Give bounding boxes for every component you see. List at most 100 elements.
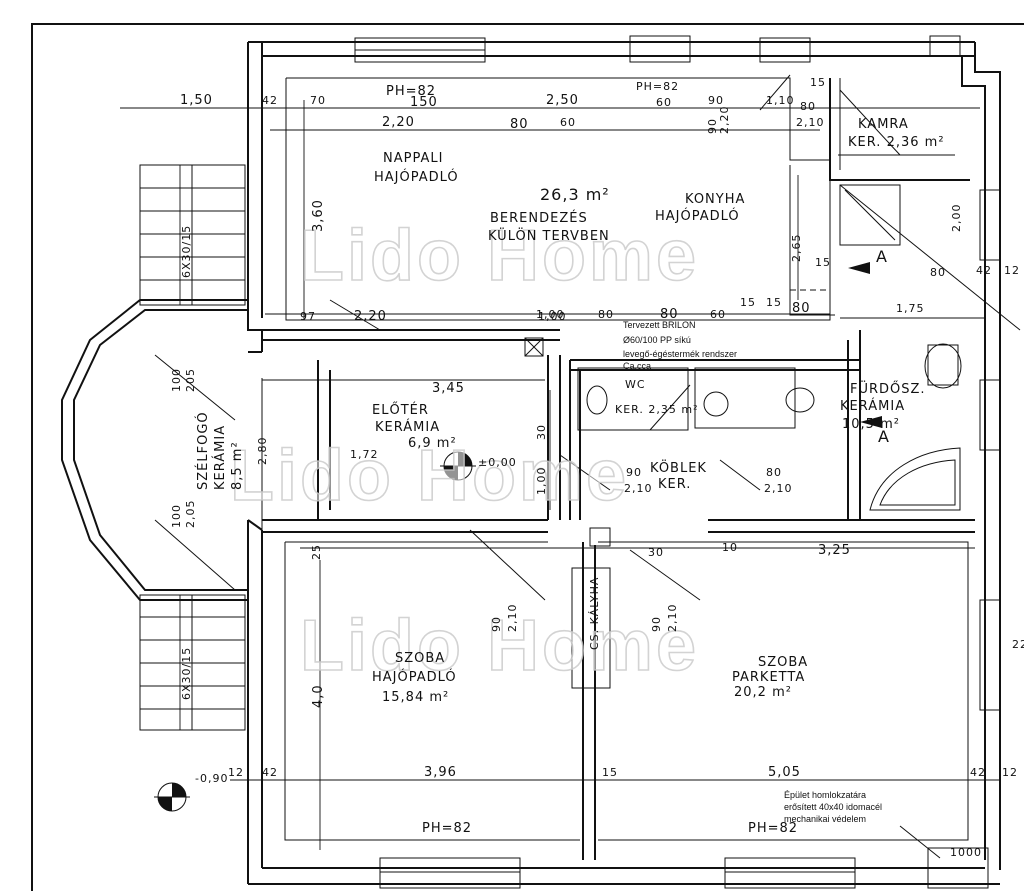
label-eloter: ELŐTÉR bbox=[372, 402, 429, 418]
dim-second-0: 2,20 bbox=[382, 115, 415, 130]
label-eloter-floor: KERÁMIA bbox=[375, 419, 440, 435]
dim-eloter-h-0: 2,80 bbox=[256, 437, 269, 466]
section-mark-bottom: A bbox=[878, 427, 890, 446]
note-brilon-3: Ca.cca bbox=[623, 361, 651, 371]
door-swings bbox=[329, 74, 1021, 601]
dim-top-3: 150 bbox=[410, 95, 438, 110]
dim-szelfogo-1: 205 bbox=[184, 368, 197, 392]
dim-kitchen-0: 2,65 bbox=[790, 234, 803, 263]
label-kamra-area: KER. 2,36 m² bbox=[848, 135, 945, 150]
dim-second-1: 80 bbox=[510, 117, 529, 132]
dim-door-0: 90 bbox=[490, 616, 503, 632]
dim-misc-2: 1,00 bbox=[536, 308, 565, 321]
label-furdo-floor: KERÁMIA bbox=[840, 398, 905, 414]
label-nappali-floor: HAJÓPADLÓ bbox=[374, 169, 459, 185]
dim-bottom-6: 12 bbox=[1002, 766, 1018, 779]
label-kalyha: CS. KÁLYHA bbox=[588, 577, 601, 650]
dim-top-9: 15 bbox=[810, 76, 826, 89]
dim-koblek-3: 2,10 bbox=[764, 482, 793, 495]
dim-height-rooms: 4,0 bbox=[311, 684, 326, 708]
ph-bottom-right: PH=82 bbox=[748, 821, 798, 836]
sheet-frame bbox=[31, 23, 1024, 891]
note-facade-2: mechanikai védelem bbox=[784, 814, 866, 824]
dim-kitchen-1: 15 bbox=[815, 256, 831, 269]
label-nappali: NAPPALI bbox=[383, 151, 443, 166]
note-facade-leader bbox=[899, 825, 941, 859]
dim-door-2: 90 bbox=[650, 616, 663, 632]
label-szoba2-floor: PARKETTA bbox=[732, 670, 805, 685]
dim-bottom-3: 15 bbox=[602, 766, 618, 779]
level-zero: ±0,00 bbox=[478, 456, 517, 469]
dim-middle-3: 3,25 bbox=[818, 543, 851, 558]
label-kamra: KAMRA bbox=[858, 117, 909, 132]
label-wc-area: KER. 2,35 m² bbox=[615, 403, 699, 416]
dim-mid-4: 80 bbox=[660, 307, 679, 322]
section-mark-top: A bbox=[876, 247, 888, 266]
dim-middle-0: 25 bbox=[310, 544, 323, 560]
level-outside: -0,90 bbox=[195, 772, 228, 785]
dim-kitchen-2: 80 bbox=[930, 266, 946, 279]
dim-top-1: 42 bbox=[262, 94, 278, 107]
ph-top-left: PH=82 bbox=[386, 84, 436, 99]
label-wc: WC bbox=[625, 378, 646, 391]
dim-kitchen-3: 1,75 bbox=[896, 302, 925, 315]
label-szoba1-area: 15,84 m² bbox=[382, 690, 449, 705]
label-szoba2-area: 20,2 m² bbox=[734, 685, 792, 700]
dim-mid-8: 80 bbox=[792, 301, 811, 316]
watermark-3: Lido Home bbox=[300, 606, 699, 686]
dim-misc-7: 2,00 bbox=[950, 204, 963, 233]
dim-door-3: 2,10 bbox=[666, 604, 679, 633]
ph-bottom-left: PH=82 bbox=[422, 821, 472, 836]
label-furdo: FÜRDŐSZ. bbox=[850, 380, 926, 397]
dim-door-1: 2,10 bbox=[506, 604, 519, 633]
dim-kitchen-4: 42 bbox=[976, 264, 992, 277]
label-eloter-area: 6,9 m² bbox=[408, 436, 457, 451]
dim-top-5: 60 bbox=[656, 96, 672, 109]
dim-koblek-2: 80 bbox=[766, 466, 782, 479]
label-koblek: KÖBLEK bbox=[650, 459, 707, 476]
dim-koblek-1: 2,10 bbox=[624, 482, 653, 495]
dim-top-6: 90 bbox=[708, 94, 724, 107]
label-szelfogo-floor: KERÁMIA bbox=[212, 425, 228, 490]
note-brilon-0: Tervezett BRILON bbox=[623, 320, 696, 330]
dim-koblek-0: 90 bbox=[626, 466, 642, 479]
interior-walls bbox=[262, 77, 975, 860]
dim-middle-2: 10 bbox=[722, 541, 738, 554]
label-furdo-area: 10,5 m² bbox=[842, 417, 900, 432]
dim-misc-9: 1000 bbox=[950, 846, 982, 859]
note-facade-1: erősített 40x40 idomacél bbox=[784, 802, 882, 812]
dim-misc-1: 2,20 bbox=[718, 106, 731, 135]
dim-misc-3: 30 bbox=[535, 424, 548, 440]
section-arrows bbox=[848, 262, 882, 428]
dim-top-8: 80 bbox=[800, 100, 816, 113]
dim-middle-1: 30 bbox=[648, 546, 664, 559]
note-brilon-2: levegő-égéstermék rendszer bbox=[623, 349, 737, 359]
dim-mid-5: 60 bbox=[710, 308, 726, 321]
dim-top-4: 2,50 bbox=[546, 93, 579, 108]
dim-top-7: 1,10 bbox=[766, 94, 795, 107]
label-szoba1-floor: HAJÓPADLÓ bbox=[372, 669, 457, 685]
dim-stairs-bottom: 6X30/15 bbox=[180, 647, 193, 700]
dim-mid-3: 80 bbox=[598, 308, 614, 321]
level-marker-inside bbox=[440, 451, 476, 481]
outer-walls bbox=[247, 41, 1001, 885]
dim-mid-1: 2,20 bbox=[354, 309, 387, 324]
dim-stairs-top: 6X30/15 bbox=[180, 225, 193, 278]
dim-bottom-5: 42 bbox=[970, 766, 986, 779]
dim-mid-6: 15 bbox=[740, 296, 756, 309]
windows bbox=[354, 35, 1001, 889]
dim-misc-6: 1,00 bbox=[535, 467, 548, 496]
label-szelfogo-area: 8,5 m² bbox=[230, 441, 245, 490]
level-marker-outside bbox=[154, 782, 190, 812]
dim-top-0: 1,50 bbox=[180, 93, 213, 108]
label-szoba2: SZOBA bbox=[758, 655, 808, 670]
ph-top-right: PH=82 bbox=[636, 80, 679, 93]
dim-misc-0: 90 bbox=[706, 118, 719, 134]
dim-misc-8: 22 bbox=[1012, 638, 1024, 651]
dim-mid-2: 1,00 bbox=[538, 310, 567, 323]
dim-bottom-0: 12 bbox=[228, 766, 244, 779]
label-konyha: KONYHA bbox=[685, 192, 745, 207]
dim-kitchen-5: 12 bbox=[1004, 264, 1020, 277]
